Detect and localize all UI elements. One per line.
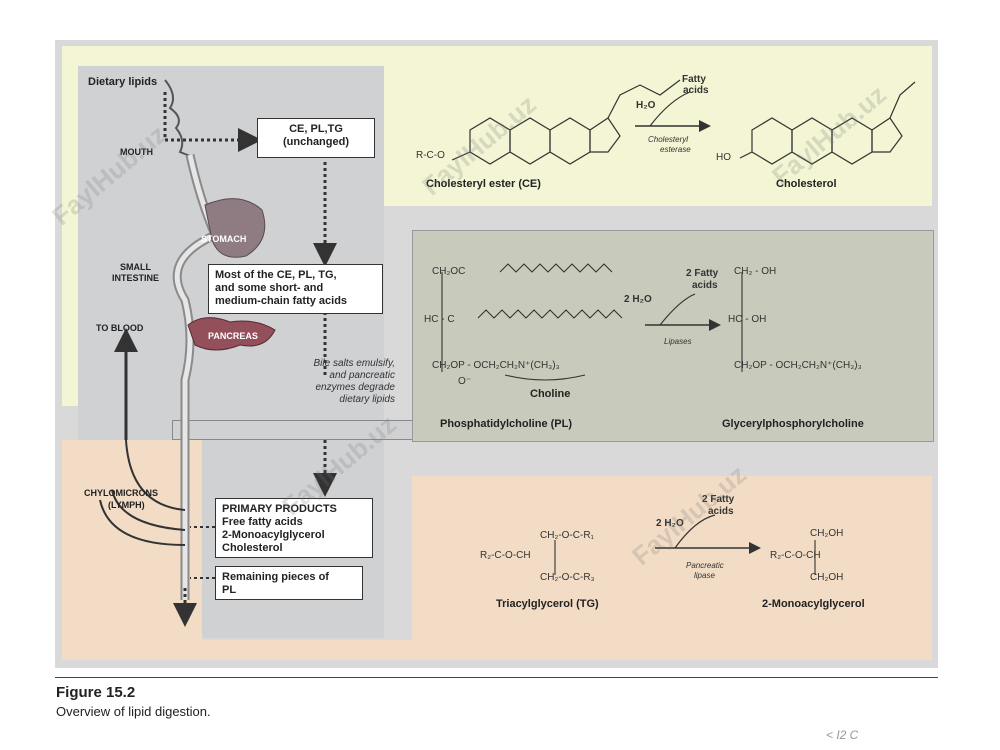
stomach-label: STOMACH: [201, 234, 247, 244]
bile-line-2: and pancreatic: [329, 370, 395, 381]
chylomicrons-label-2: (LYMPH): [108, 500, 145, 510]
cholesterol-structure: [739, 81, 916, 165]
to-blood-label: TO BLOOD: [96, 323, 144, 333]
primary-line-3: 2-Monoacylglycerol: [222, 529, 325, 541]
gpc-row-1: CH₂ - OH: [734, 266, 777, 277]
primary-line-2: Free fatty acids: [222, 516, 303, 528]
pancreas-shape: [187, 317, 276, 351]
most-of-line-1: Most of the CE, PL, TG,: [215, 269, 337, 281]
tg-fatty-acids-2: acids: [708, 506, 734, 517]
ce-enzyme-1: Cholesteryl: [648, 135, 689, 144]
pl-fatty-acids-1: 2 Fatty: [686, 268, 719, 279]
chylomicrons-label-1: CHYLOMICRONS: [84, 488, 158, 498]
small-intestine-label-2: INTESTINE: [112, 273, 160, 283]
ce-fatty-acids-2: acids: [683, 85, 709, 96]
most-of-line-2: and some short- and: [215, 282, 324, 294]
head-profile: [164, 79, 191, 157]
peach-bottom: [62, 640, 932, 660]
tg-reaction-panel: [412, 476, 932, 660]
stomach-shape: [204, 198, 266, 258]
dietary-flow-arrow: [163, 92, 262, 152]
ce-substrate-name: Cholesteryl ester (CE): [426, 178, 541, 190]
cholesterol-ho: HO: [716, 152, 731, 163]
unchanged-box: CE, PL,TG (unchanged): [257, 118, 375, 158]
gpc-row-2: HC - OH: [728, 314, 767, 325]
ce-water: H₂O: [636, 100, 656, 111]
tg-product-name: 2-Monoacylglycerol: [762, 598, 865, 610]
primary-line-1: PRIMARY PRODUCTS: [222, 503, 337, 515]
choline-label: Choline: [530, 388, 571, 400]
remaining-line-1: Remaining pieces of: [222, 571, 329, 583]
bile-line-1: Bile salts emulsify,: [313, 358, 395, 369]
tg-enzyme-1: Pancreatic: [686, 561, 724, 570]
pl-substrate-name: Phosphatidylcholine (PL): [440, 418, 573, 430]
tg-row-3: CH₂-O-C-R₃: [540, 572, 595, 583]
pl-reaction-panel: [412, 230, 934, 442]
figure-caption: Overview of lipid digestion.: [56, 704, 211, 719]
ce-ester-group: R-C-O: [416, 150, 445, 161]
tg-water: 2 H₂O: [656, 518, 684, 529]
remaining-pl-box: Remaining pieces of PL: [215, 566, 363, 600]
figure-number: Figure 15.2: [56, 684, 136, 701]
mag-row-3: CH₂OH: [810, 572, 844, 583]
tg-substrate-name: Triacylglycerol (TG): [496, 598, 599, 610]
primary-products-box: PRIMARY PRODUCTS Free fatty acids 2-Mono…: [215, 498, 373, 558]
small-intestine-label-1: SMALL: [120, 262, 151, 272]
pl-enzyme: Lipases: [664, 337, 692, 346]
pl-o-minus: O⁻: [458, 376, 472, 387]
tg-bonds: [554, 540, 816, 575]
pl-product-name: Glycerylphosphorylcholine: [722, 418, 864, 430]
most-of-line-3: medium-chain fatty acids: [215, 295, 348, 307]
most-of-box: Most of the CE, PL, TG, and some short- …: [208, 264, 383, 314]
ce-product-name: Cholesterol: [776, 178, 837, 190]
pl-water: 2 H₂O: [624, 294, 652, 305]
tg-row-2: R₂-C-O-CH: [480, 550, 531, 561]
mag-row-2: R₂-C-O-CH: [770, 550, 821, 561]
mouth-label: MOUTH: [120, 147, 153, 157]
tg-fatty-acids-1: 2 Fatty: [702, 494, 735, 505]
ce-enzyme-2: esterase: [660, 145, 691, 154]
pancreas-label: PANCREAS: [208, 331, 258, 341]
tg-enzyme-2: lipase: [694, 571, 715, 580]
bile-salts-text: Bile salts emulsify, and pancreatic enzy…: [270, 358, 395, 406]
pl-row-1: CH₂OC: [432, 266, 466, 277]
pl-row-2: HC - C: [424, 314, 455, 325]
fatty-acid-chains: [441, 263, 743, 381]
pl-fatty-acids-2: acids: [692, 280, 718, 291]
cholesteryl-ester-structure: [451, 79, 681, 165]
caption-rule: [55, 677, 938, 678]
dietary-lipids-label: Dietary lipids: [88, 76, 158, 88]
tg-row-1: CH₂-O-C-R₁: [540, 530, 594, 541]
bile-line-3: enzymes degrade: [315, 382, 396, 393]
mag-row-1: CH₂OH: [810, 528, 844, 539]
remaining-line-2: PL: [222, 584, 237, 596]
pl-row-3: CH₂OP - OCH₂CH₂N⁺(CH₃)₃: [432, 360, 560, 371]
bile-line-4: dietary lipids: [339, 394, 395, 405]
gpc-row-3: CH₂OP - OCH₂CH₂N⁺(CH₃)₃: [734, 360, 862, 371]
primary-line-4: Cholesterol: [222, 542, 283, 554]
unchanged-line-1: CE, PL,TG: [289, 123, 343, 135]
unchanged-line-2: (unchanged): [283, 136, 349, 148]
page-handwriting: < I2 C: [826, 728, 859, 742]
ce-fatty-acids-1: Fatty: [682, 74, 706, 85]
